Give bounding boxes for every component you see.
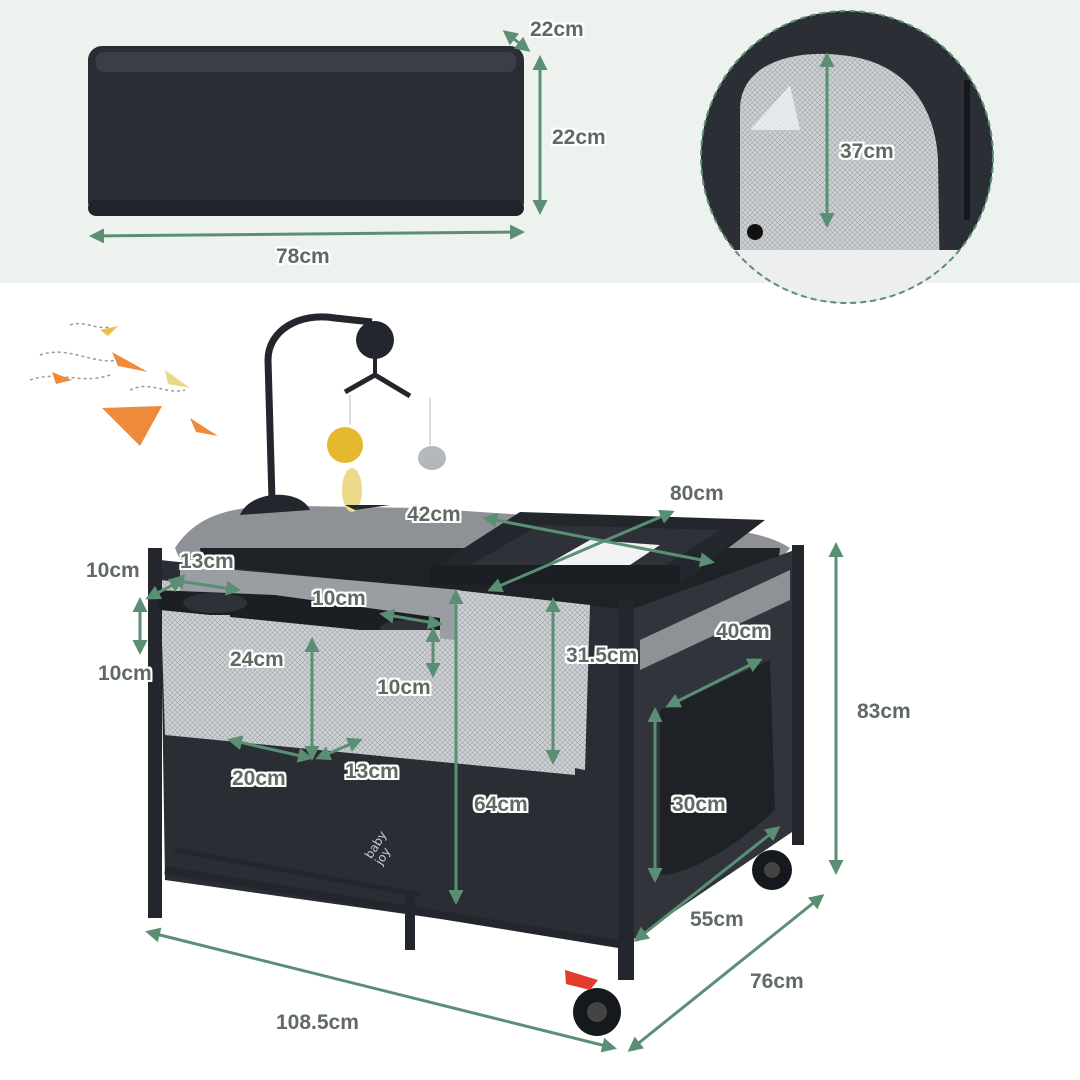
bag-length-label: 78cm	[276, 245, 330, 268]
measurement-lines	[89, 30, 844, 1053]
organizer-length-label: 13cm	[180, 550, 234, 573]
changer-width-label: 42cm	[407, 503, 461, 526]
bed-height-label: 64cm	[474, 793, 528, 816]
outer-width-label: 76cm	[750, 970, 804, 993]
changer-height-label: 31.5cm	[566, 644, 638, 667]
organizer-tray	[155, 590, 440, 735]
organizer-side-label: 10cm	[86, 559, 140, 582]
bag-length-line	[89, 224, 525, 244]
window-detail-inset	[700, 10, 994, 304]
outer-width-line	[627, 894, 825, 1052]
organizer-pocket-height-label: 24cm	[230, 648, 284, 671]
outer-length-line	[145, 927, 617, 1053]
side-pocket-height-label: 30cm	[672, 793, 726, 816]
organizer-depth-label: 10cm	[98, 662, 152, 685]
inner-width-label: 55cm	[690, 908, 744, 931]
cup-width-line	[379, 608, 443, 630]
changer-length-label: 80cm	[670, 482, 724, 505]
bag-depth-label: 22cm	[530, 18, 584, 41]
pocket-width-line	[227, 735, 313, 763]
outer-length-label: 108.5cm	[276, 1011, 359, 1034]
organizer-pocket-width-label: 20cm	[232, 767, 286, 790]
organizer-length-line	[169, 574, 241, 596]
changer-width-line	[482, 512, 715, 568]
side-pocket-length-line	[665, 658, 763, 708]
organizer-pocket-depth-label: 13cm	[345, 760, 399, 783]
bag-height-label: 22cm	[552, 126, 606, 149]
carry-bag	[88, 46, 524, 216]
pocket-depth-line	[315, 737, 363, 761]
cup-holder-width-label: 10cm	[312, 587, 366, 610]
side-pocket-length-label: 40cm	[716, 620, 770, 643]
paper-planes-decoration	[29, 322, 218, 446]
total-height-label: 83cm	[857, 700, 911, 723]
bag-depth-line	[502, 30, 531, 52]
cup-holder-depth-label: 10cm	[377, 676, 431, 699]
toy-mobile	[240, 313, 446, 515]
window-height-label: 37cm	[840, 140, 894, 163]
playard	[148, 505, 804, 1036]
